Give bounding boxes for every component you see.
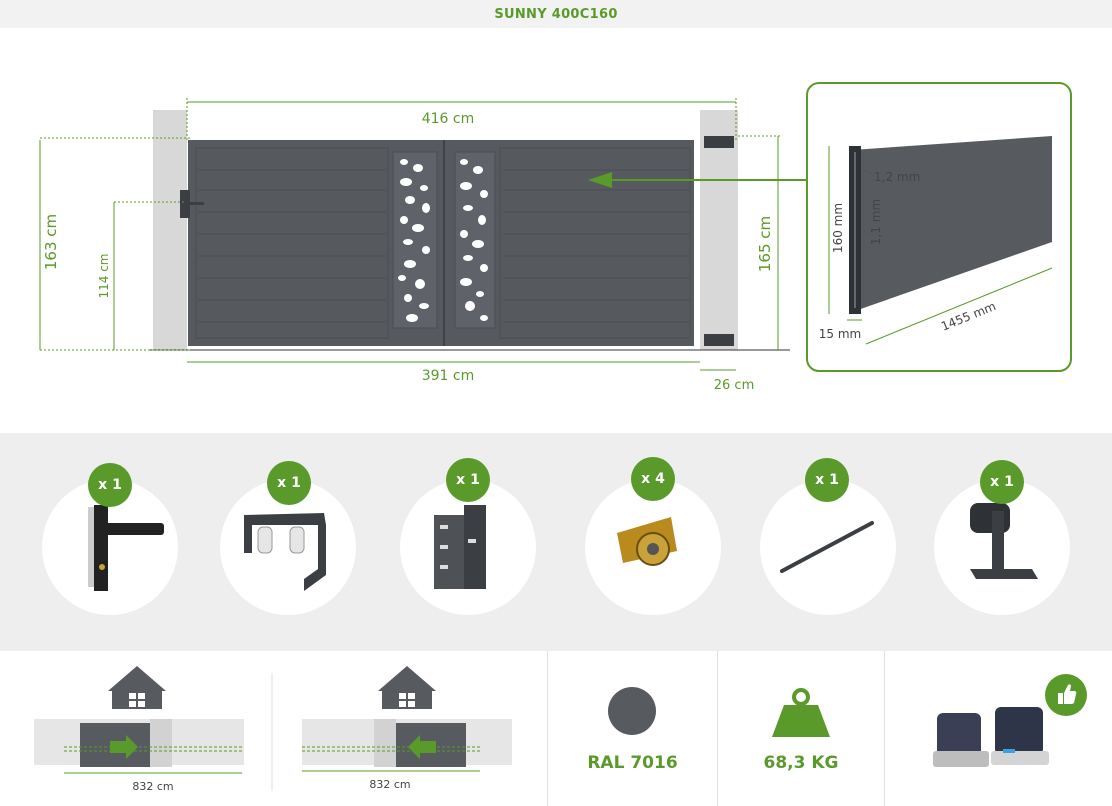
accessories-band: x 1 x 1 x 1 x 4 x 1	[0, 433, 1112, 651]
right-pillar	[700, 110, 738, 350]
lock-height-label: 114 cm	[97, 253, 111, 298]
lock-box	[180, 190, 190, 218]
right-height-label: 165 cm	[756, 216, 774, 272]
left-height-label: 163 cm	[42, 214, 60, 270]
wheel-icon	[617, 517, 677, 566]
gate-slats	[198, 169, 690, 323]
profile-height: 160 mm	[831, 203, 845, 253]
bottom-hinge	[704, 334, 734, 346]
qty-badge-latch-bracket: x 1	[446, 458, 490, 502]
rail-icon	[780, 521, 874, 573]
handle-icon	[88, 505, 164, 591]
color-swatch	[608, 687, 656, 735]
opening-right-width: 832 cm	[369, 778, 411, 791]
qty-badge-gate-stop: x 1	[980, 460, 1024, 504]
profile-depth: 15 mm	[819, 327, 861, 341]
house-icon	[108, 666, 166, 691]
main-drawing: 416 cm 391 cm 26 cm 163 cm 114 cm 165 cm…	[0, 28, 1112, 433]
gate-stop-icon	[970, 503, 1038, 579]
house-icon-right	[378, 666, 436, 691]
header-bar: SUNNY 400C160	[0, 0, 1112, 28]
total-width-label: 416 cm	[422, 111, 475, 127]
motor-cell	[885, 651, 1112, 806]
info-row: 832 cm 832 cm RAL 7016 68,3 KG	[0, 651, 1112, 806]
thumbs-up-icon	[1058, 684, 1077, 704]
motor-icon	[933, 707, 1049, 767]
profile-thickness-1: 1,2 mm	[874, 170, 920, 184]
passage-width-label: 391 cm	[422, 368, 475, 384]
top-hinge	[704, 136, 734, 148]
opening-left-width: 832 cm	[132, 780, 174, 793]
pillar-offset-label: 26 cm	[714, 378, 755, 393]
thumbs-up-badge	[1045, 674, 1087, 716]
weight-icon	[772, 688, 830, 737]
opening-direction-diagram	[34, 666, 512, 791]
weight-label: 68,3 KG	[763, 753, 839, 773]
pebble-pattern	[398, 159, 488, 322]
weight-cell: 68,3 KG	[718, 651, 884, 806]
color-cell: RAL 7016	[548, 651, 717, 806]
qty-badge-handle: x 1	[88, 463, 132, 507]
opening-diagrams: 832 cm 832 cm	[0, 651, 547, 806]
qty-badge-rail: x 1	[805, 458, 849, 502]
gate-diagram: 416 cm 391 cm 26 cm 163 cm 114 cm 165 cm…	[39, 82, 1072, 393]
accessory-latch-bracket	[400, 479, 536, 615]
left-pillar	[153, 110, 187, 350]
latch-bracket-icon	[434, 505, 486, 589]
profile-slat	[852, 136, 1052, 312]
gate-panel	[188, 140, 694, 346]
accessory-wheel	[585, 479, 721, 615]
color-label: RAL 7016	[587, 753, 678, 773]
product-title: SUNNY 400C160	[494, 6, 618, 22]
profile-thickness-2: 1,1 mm	[869, 199, 883, 245]
guide-roller-icon	[244, 513, 326, 591]
qty-badge-wheel: x 4	[631, 457, 675, 501]
qty-badge-guide-roller: x 1	[267, 461, 311, 505]
